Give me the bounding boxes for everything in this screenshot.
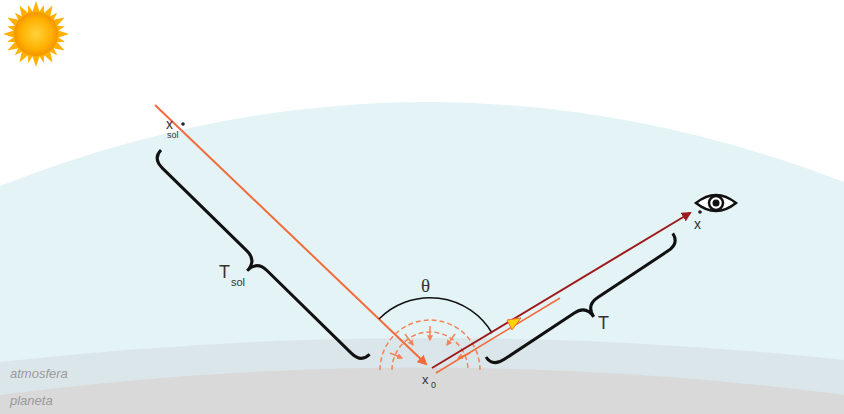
sun-disc: [14, 12, 58, 56]
bracket: [143, 150, 370, 373]
subscript: sol: [167, 131, 179, 140]
subscript: 0: [431, 381, 436, 390]
point-label: x: [166, 117, 173, 131]
view-ray: [432, 213, 690, 368]
atmosphere-region: [0, 102, 844, 414]
distance-label: T: [598, 314, 609, 332]
sun-rays: [3, 1, 69, 67]
sun-ray: [155, 105, 426, 364]
lower-atmosphere-band: [0, 338, 844, 414]
planet-surface: [0, 368, 844, 414]
point-label: x: [422, 373, 429, 386]
angle-arc: [379, 298, 492, 333]
sun-icon: [3, 1, 69, 67]
point-label: x: [694, 217, 701, 231]
bracket: [486, 233, 687, 378]
angle-label: θ: [421, 276, 430, 295]
distance-label: T: [219, 263, 230, 281]
ray-arrowhead: [507, 318, 521, 330]
point-dot: [181, 122, 185, 126]
region-label: atmosfera: [10, 367, 68, 380]
scatter-arc: [380, 320, 480, 370]
point-dot: [698, 210, 702, 214]
eye-icon: [696, 195, 736, 211]
region-label: planeta: [10, 394, 53, 407]
subscript: sol: [231, 277, 245, 288]
